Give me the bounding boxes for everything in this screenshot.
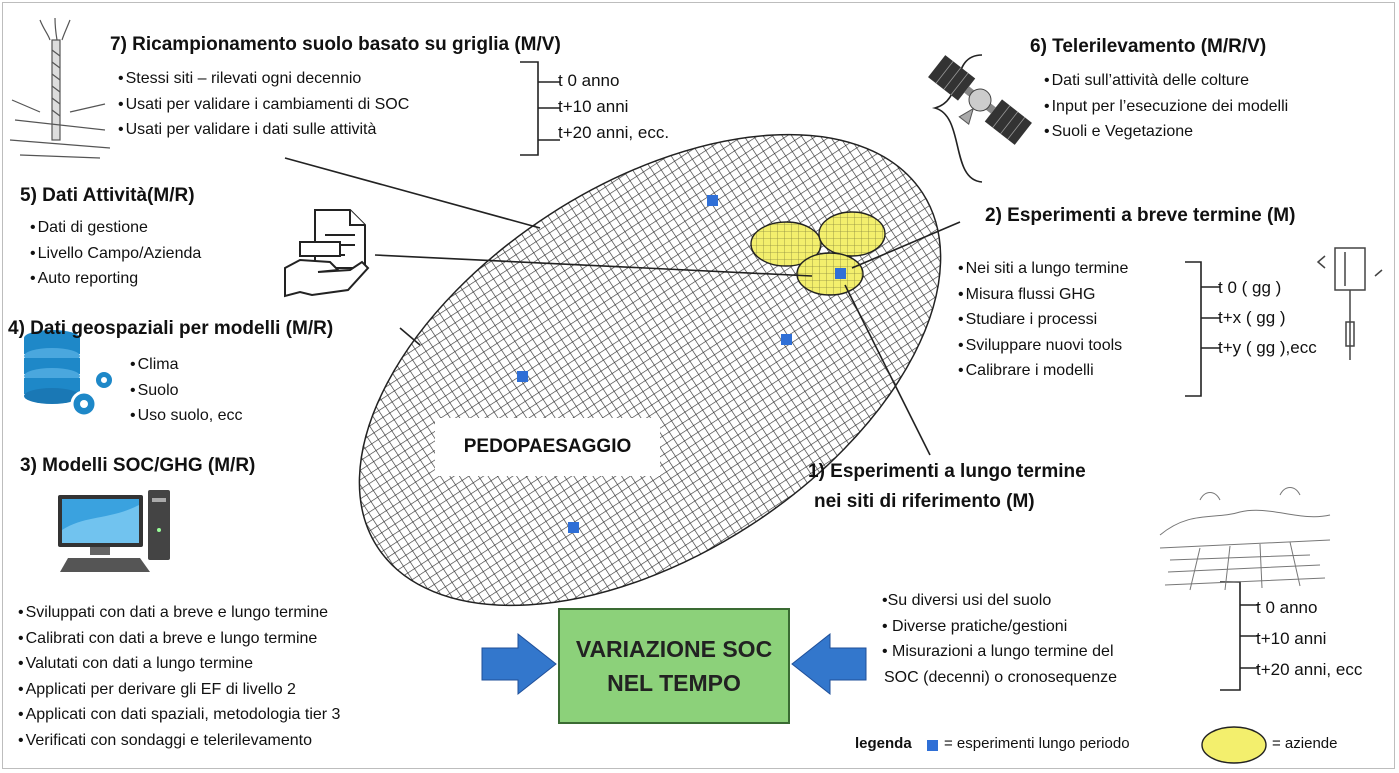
section2-title: 2) Esperimenti a breve termine (M) <box>985 205 1296 226</box>
list-item: SOC (decenni) o cronosequenze <box>884 668 1118 686</box>
list-item: Stessi siti – rilevati ogni decennio <box>118 66 409 92</box>
list-item: Sviluppare nuovi tools <box>958 333 1128 359</box>
list-item: Clima <box>130 352 243 378</box>
list-item: Dati sull’attività delle colture <box>1044 68 1288 94</box>
list-item: Calibrare i modelli <box>958 358 1128 384</box>
connector-lines <box>284 157 961 456</box>
section4-bullets: Clima Suolo Uso suolo, ecc <box>130 352 243 429</box>
list-item: Dati di gestione <box>30 215 201 241</box>
list-item: Studiare i processi <box>958 307 1128 333</box>
section3-title: 3) Modelli SOC/GHG (M/R) <box>20 455 256 476</box>
list-item: Valutati con dati a lungo termine <box>18 651 340 677</box>
list-item: Sviluppati con dati a breve e lungo term… <box>18 600 340 626</box>
section3-bullets: Sviluppati con dati a breve e lungo term… <box>18 600 341 754</box>
chamber-icon <box>1316 247 1383 360</box>
time-item: t 0 anno <box>1256 598 1318 617</box>
section2-times: t 0 ( gg ) t+x ( gg ) t+y ( gg ),ecc <box>1218 273 1317 363</box>
variazione-soc-line1: VARIAZIONE SOC <box>575 636 773 662</box>
time-item: t+10 anni <box>558 97 629 116</box>
list-item: Applicati con dati spaziali, metodologia… <box>18 702 341 728</box>
legend-shapes <box>927 726 1267 764</box>
section7-title: 7) Ricampionamento suolo basato su grigl… <box>110 34 561 55</box>
time-item: t+20 anni, ecc. <box>558 123 670 142</box>
document-hand-icon <box>284 209 370 298</box>
time-item: t 0 ( gg ) <box>1218 278 1282 297</box>
section7-bullets: Stessi siti – rilevati ogni decennio Usa… <box>118 66 410 143</box>
list-item: Misura flussi GHG <box>958 282 1128 308</box>
desktop-computer-icon <box>58 490 170 572</box>
brackets <box>520 54 1258 691</box>
list-item: Applicati per derivare gli EF di livello… <box>18 677 340 703</box>
arrows <box>481 632 867 696</box>
site-markers <box>517 195 846 533</box>
list-item: Auto reporting <box>30 266 201 292</box>
legend-label: legenda <box>855 735 912 752</box>
list-item: Usati per validare i dati sulle attività <box>118 117 409 143</box>
legend-farms: = aziende <box>1272 735 1338 752</box>
variazione-soc-line2: NEL TEMPO <box>607 670 741 696</box>
time-item: t 0 anno <box>558 71 620 90</box>
section1-bullets: •Su diversi usi del suolo • Diverse prat… <box>882 588 1117 690</box>
section5-bullets: Dati di gestione Livello Campo/Azienda A… <box>30 215 202 292</box>
list-item: Livello Campo/Azienda <box>30 241 202 267</box>
section6-bullets: Dati sull’attività delle colture Input p… <box>1044 68 1289 145</box>
section1-title-line1: 1) Esperimenti a lungo termine <box>808 461 1086 482</box>
section7-times: t 0 anno t+10 anni t+20 anni, ecc. <box>558 68 669 146</box>
list-item: Suoli e Vegetazione <box>1044 119 1288 145</box>
soil-auger-icon <box>9 17 111 159</box>
list-item: • Diverse pratiche/gestioni <box>882 617 1068 635</box>
list-item: •Su diversi usi del suolo <box>882 592 1052 609</box>
section1-title-line2: nei siti di riferimento (M) <box>814 491 1035 512</box>
section5-title: 5) Dati Attività(M/R) <box>20 185 195 206</box>
list-item: Calibrati con dati a breve e lungo termi… <box>18 626 340 652</box>
time-item: t+y ( gg ),ecc <box>1218 338 1317 357</box>
time-item: t+20 anni, ecc <box>1256 660 1363 679</box>
list-item: Nei siti a lungo termine <box>958 256 1129 282</box>
section1-title: 1) Esperimenti a lungo termine nei siti … <box>808 461 1086 513</box>
farm-ellipses <box>750 211 886 296</box>
list-item: Verificati con sondaggi e telerilevament… <box>18 728 340 754</box>
list-item: Uso suolo, ecc <box>130 403 243 429</box>
list-item: Usati per validare i cambiamenti di SOC <box>118 92 410 118</box>
landscape-icon <box>1159 487 1331 591</box>
list-item: • Misurazioni a lungo termine del <box>882 643 1114 660</box>
satellite-icon <box>928 55 1032 145</box>
section4-title: 4) Dati geospaziali per modelli (M/R) <box>8 318 334 339</box>
list-item: Suolo <box>130 378 243 404</box>
time-item: t+10 anni <box>1256 629 1327 648</box>
section1-times: t 0 anno t+10 anni t+20 anni, ecc <box>1256 592 1362 685</box>
section2-bullets: Nei siti a lungo termine Misura flussi G… <box>958 256 1129 384</box>
time-item: t+x ( gg ) <box>1218 308 1286 327</box>
variazione-soc-box: VARIAZIONE SOC NEL TEMPO <box>558 608 790 724</box>
list-item: Input per l’esecuzione dei modelli <box>1044 94 1289 120</box>
pedopaesaggio-label: PEDOPAESAGGIO <box>435 418 660 476</box>
legend-experiments: = esperimenti lungo periodo <box>944 735 1130 752</box>
database-gear-icon <box>24 330 114 418</box>
section6-title: 6) Telerilevamento (M/R/V) <box>1030 36 1267 57</box>
